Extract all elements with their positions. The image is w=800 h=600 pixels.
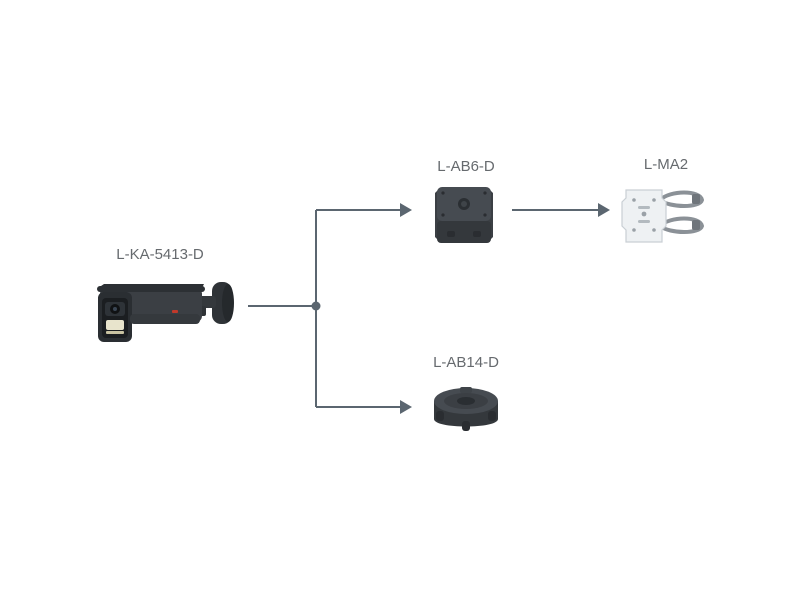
ab6-label: L-AB6-D <box>437 158 495 175</box>
round-junction-box-icon <box>434 387 498 431</box>
arrowhead-ma2 <box>598 203 610 217</box>
junction-dot <box>311 301 321 311</box>
square-junction-box-icon <box>435 187 493 243</box>
arrowhead-ab14 <box>400 400 412 414</box>
arrowhead-ab6 <box>400 203 412 217</box>
pole-mount-adapter-icon <box>621 189 705 243</box>
ab14-label: L-AB14-D <box>433 354 499 371</box>
camera-label: L-KA-5413-D <box>116 246 204 263</box>
bullet-camera-icon <box>97 282 234 342</box>
ma2-label: L-MA2 <box>643 156 689 173</box>
